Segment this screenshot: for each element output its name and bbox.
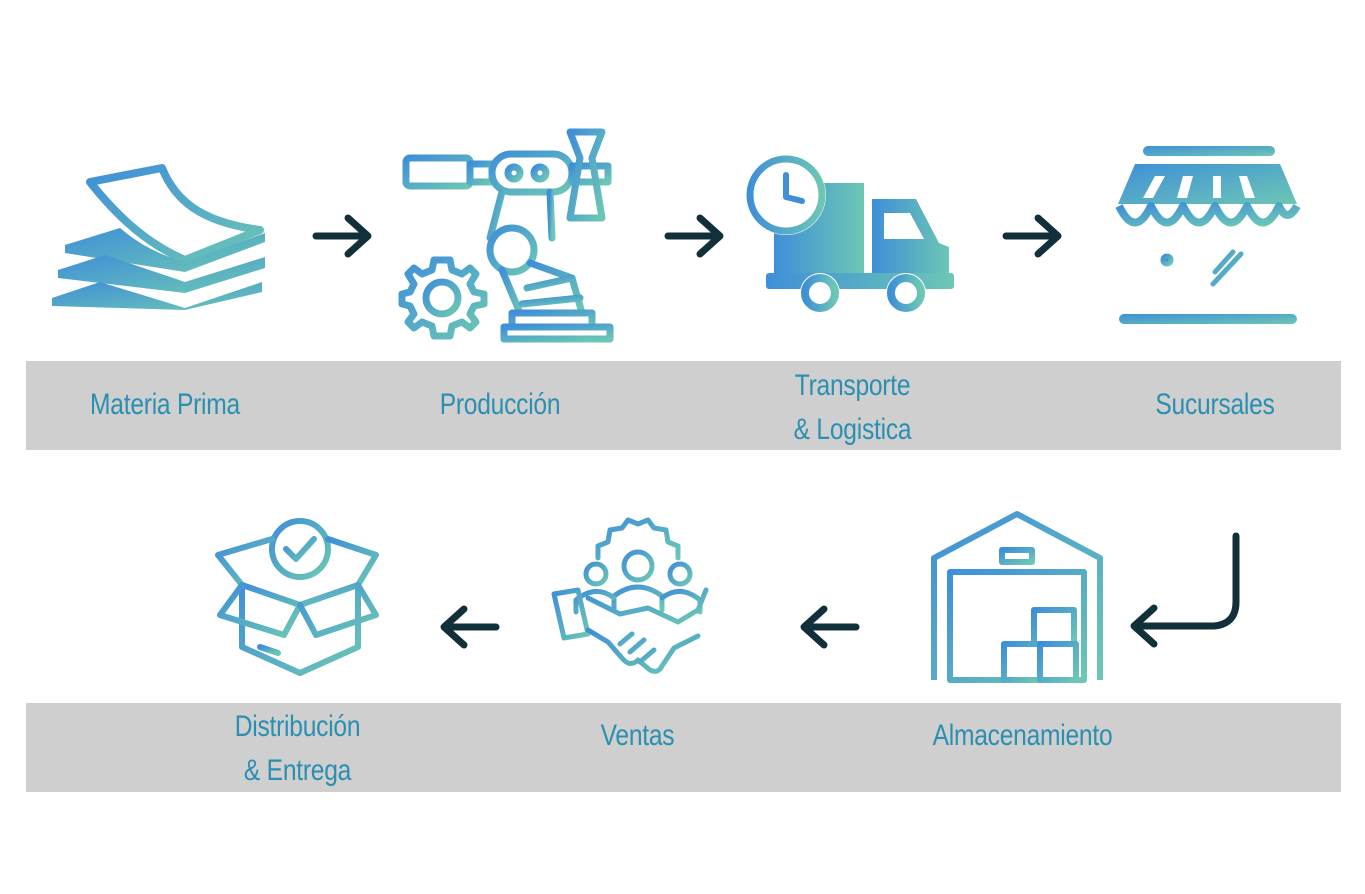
- handshake-team-icon: [551, 517, 709, 674]
- storefront-icon: [1115, 146, 1301, 324]
- open-box-check-icon: [215, 518, 379, 676]
- delivery-truck-clock-icon: [746, 155, 954, 313]
- robotic-arm-icon: [398, 128, 614, 343]
- step-label-produccion: Producción: [439, 388, 561, 421]
- paper-stack-icon: [52, 164, 265, 310]
- step-label-ventas: Ventas: [600, 719, 675, 752]
- arrow-right-icon: [1002, 214, 1062, 258]
- step-label-transporte: Transporte & Logistica: [793, 369, 912, 446]
- arrow-left-icon: [440, 605, 500, 649]
- warehouse-icon: [931, 511, 1103, 683]
- step-label-almacenamiento: Almacenamiento: [932, 719, 1113, 752]
- step-label-sucursales: Sucursales: [1155, 388, 1275, 421]
- arrow-down-left-icon: [1130, 532, 1240, 648]
- label-band-top: [26, 361, 1341, 450]
- arrow-right-icon: [664, 214, 724, 258]
- step-label-distribucion: Distribución & Entrega: [234, 710, 361, 787]
- step-label-materia-prima: Materia Prima: [90, 388, 240, 421]
- label-band-bottom: [26, 703, 1341, 792]
- arrow-right-icon: [312, 214, 372, 258]
- arrow-left-icon: [800, 605, 860, 649]
